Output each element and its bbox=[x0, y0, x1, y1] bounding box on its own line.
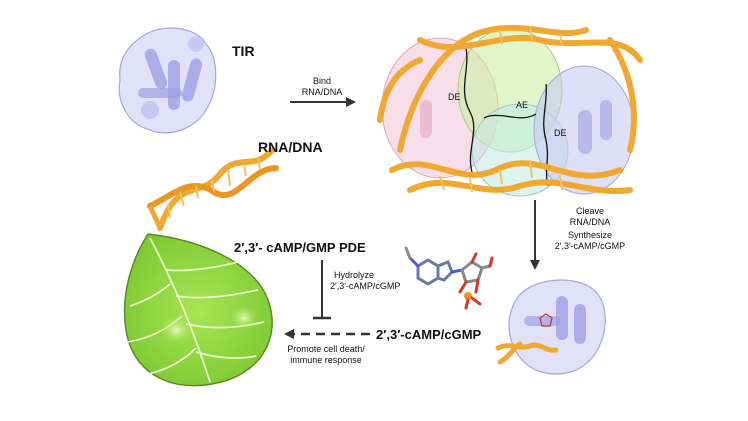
de-label-left: DE bbox=[448, 92, 461, 102]
product-protein bbox=[495, 279, 606, 375]
cleave-label-line2: RNA/DNA bbox=[570, 217, 611, 227]
promote-label-line2: immune response bbox=[290, 355, 362, 365]
bind-label-line2: RNA/DNA bbox=[302, 87, 343, 97]
cleave-label-line1: Cleave bbox=[576, 206, 604, 216]
promote-label-line1: Promote cell death/ bbox=[287, 344, 365, 354]
leaf bbox=[123, 233, 273, 387]
tir-label: TIR bbox=[232, 43, 255, 59]
hydrolyze-label-line2: 2′,3′-cAMP/cGMP bbox=[330, 281, 400, 291]
cleave-label-line4: 2′,3′-cAMP/cGMP bbox=[555, 241, 625, 251]
rna-dna-helix bbox=[147, 147, 279, 231]
tir-protein bbox=[118, 27, 217, 134]
bind-label-line1: Bind bbox=[313, 76, 331, 86]
cleave-label-line3: Synthesize bbox=[568, 230, 612, 240]
camp-molecule bbox=[404, 246, 494, 310]
pde-label: 2′,3′- cAMP/GMP PDE bbox=[234, 240, 366, 255]
ae-label: AE bbox=[516, 100, 528, 110]
de-label-right: DE bbox=[554, 128, 567, 138]
tir-complex bbox=[377, 24, 643, 197]
hydrolyze-label-line1: Hydrolyze bbox=[334, 270, 374, 280]
product-label: 2′,3′-cAMP/cGMP bbox=[376, 327, 482, 342]
rna-dna-label: RNA/DNA bbox=[258, 139, 323, 155]
